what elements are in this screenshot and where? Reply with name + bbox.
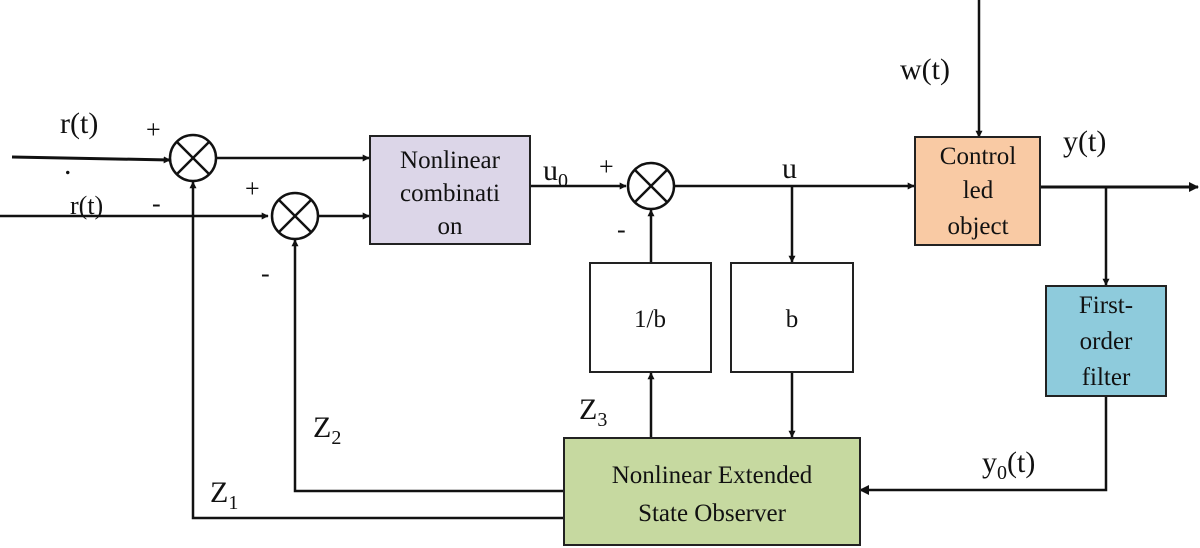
- eso-label-line-1: Nonlinear Extended: [612, 462, 813, 489]
- signal-y0-label: y0(t): [982, 446, 1035, 484]
- nlc-label-line-1: Nonlinear: [400, 147, 501, 174]
- sum1-minus-sign: -: [152, 189, 161, 218]
- sum1-plus-sign: +: [146, 115, 161, 144]
- wires: [0, 0, 1199, 520]
- inv-b-label: 1/b: [634, 306, 666, 333]
- inverse-b-gain-block: 1/b: [589, 262, 712, 373]
- filter-label-line-1: First-: [1079, 292, 1133, 319]
- nlc-label-line-3: on: [438, 213, 464, 240]
- signal-u-label: u: [782, 152, 797, 185]
- filter-label-line-2: order: [1080, 328, 1133, 355]
- signal-z2-label: Z2: [313, 411, 341, 449]
- filter-label-line-3: filter: [1082, 364, 1131, 391]
- signal-rdot-dot: .: [64, 148, 72, 181]
- eso-label-line-2: State Observer: [638, 500, 787, 527]
- signal-u0-label: u0: [543, 154, 568, 192]
- summing-junction-1: [168, 133, 218, 183]
- nonlinear-eso-block: Nonlinear Extended State Observer: [563, 437, 861, 546]
- plant-label-line-3: object: [947, 213, 1008, 240]
- first-order-filter-block: First- order filter: [1045, 285, 1167, 397]
- signal-y-label: y(t): [1063, 125, 1106, 158]
- wire-z1-feedback: [189, 181, 563, 520]
- sum3-minus-sign: -: [617, 215, 626, 244]
- wire-z2-feedback: [291, 239, 563, 493]
- signal-w-label: w(t): [900, 53, 950, 86]
- signal-z1-label: Z1: [210, 476, 238, 514]
- plant-label-line-2: led: [963, 177, 994, 204]
- sum3-plus-sign: +: [599, 152, 614, 181]
- b-gain-block: b: [730, 262, 854, 373]
- sum2-plus-sign: +: [245, 174, 260, 203]
- nlc-label-line-2: combinati: [400, 180, 500, 207]
- wire-r-to-sum1: [11, 155, 171, 164]
- plant-label-line-1: Control: [940, 143, 1016, 170]
- sum2-minus-sign: -: [261, 259, 270, 288]
- nonlinear-combination-block: Nonlinear combinati on: [369, 135, 531, 245]
- signal-rdot-label: r(t): [70, 191, 103, 220]
- wire-filter-to-eso: [859, 397, 1108, 495]
- signal-z3-label: Z3: [579, 393, 607, 431]
- summing-junction-2: [270, 191, 320, 241]
- controlled-object-block: Control led object: [914, 136, 1041, 246]
- b-label: b: [786, 306, 799, 333]
- signal-r-label: r(t): [60, 107, 98, 140]
- summing-junction-3: [626, 161, 676, 211]
